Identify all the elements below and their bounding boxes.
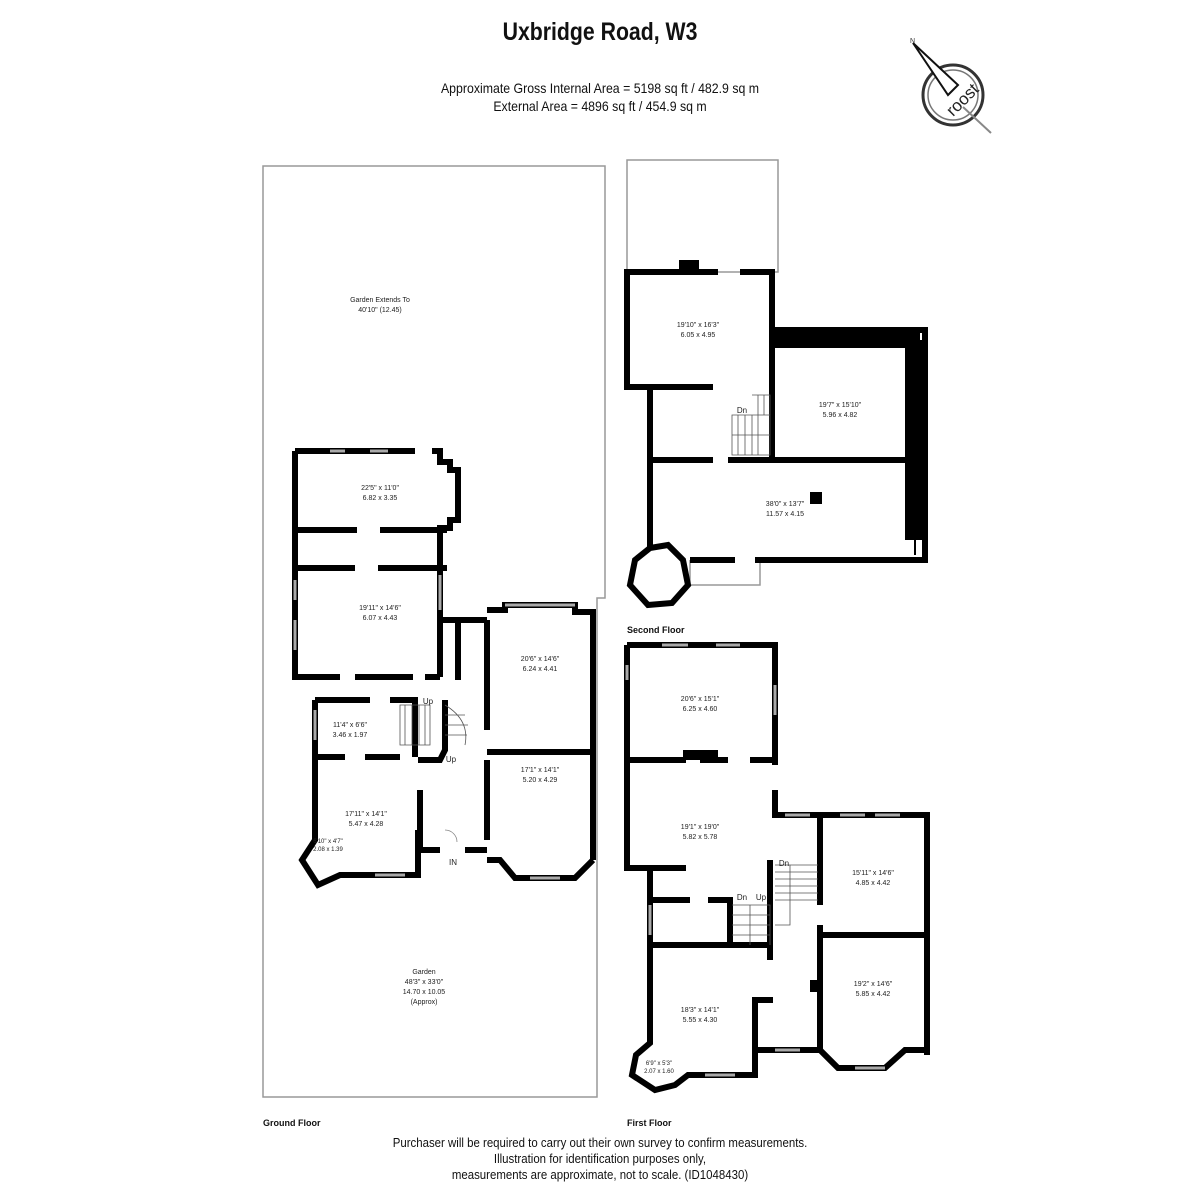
first-room-5-dimensions: 18'3" x 14'1"5.55 x 4.30 <box>680 1007 720 1024</box>
disclaimer: Purchaser will be required to carry out … <box>72 1135 1128 1183</box>
garden-outline <box>262 159 779 1098</box>
stairs-up-label: Up <box>422 697 434 706</box>
external-area: External Area = 4896 sq ft / 454.9 sq m <box>493 98 707 114</box>
ground-floor-walls <box>292 448 596 889</box>
first-floor-windows <box>625 643 900 1077</box>
stairs-up-label: Up <box>445 755 457 764</box>
gross-internal-area: Approximate Gross Internal Area = 5198 s… <box>440 80 760 96</box>
svg-text:N: N <box>910 38 915 45</box>
ground-floor-windows <box>293 449 575 880</box>
ground-room-1-dimensions: 22'5" x 11'0"6.82 x 3.35 <box>361 485 399 502</box>
first-room-1-dimensions: 20'6" x 15'1"6.25 x 4.60 <box>680 696 720 713</box>
stairs-down-label: Dn <box>736 893 748 902</box>
first-room-4-dimensions: 19'2" x 14'6"5.85 x 4.42 <box>853 981 893 998</box>
disclaimer-line-1: Purchaser will be required to carry out … <box>392 1135 808 1150</box>
first-floor-walls <box>624 642 930 1094</box>
second-floor-walls <box>624 260 928 609</box>
first-floor-stairs <box>732 864 818 945</box>
second-room-3-dimensions: 38'0" x 13'7"11.57 x 4.15 <box>765 501 805 518</box>
plan-title: Uxbridge Road, W3 <box>502 18 698 46</box>
first-floor-label: First Floor <box>627 1118 672 1128</box>
second-room-1-dimensions: 19'10" x 16'3"6.05 x 4.95 <box>676 322 720 339</box>
stairs-up-label: Up <box>755 893 767 902</box>
stairs-down-label: Dn <box>736 406 748 415</box>
disclaimer-line-3: measurements are approximate, not to sca… <box>451 1167 749 1182</box>
ground-bay-dimensions: 6'10" x 4'7"2.08 x 1.39 <box>313 839 343 853</box>
ground-room-3-dimensions: 20'6" x 14'6"6.24 x 4.41 <box>520 656 560 673</box>
ground-room-4-dimensions: 11'4" x 6'6"3.46 x 1.97 <box>332 722 368 739</box>
entrance-label: IN <box>449 858 457 867</box>
first-room-2-dimensions: 19'1" x 19'0"5.82 x 5.78 <box>680 824 720 841</box>
disclaimer-line-2: Illustration for identification purposes… <box>493 1151 707 1166</box>
stairs-down-label: Dn <box>778 859 790 868</box>
first-room-3-dimensions: 15'11" x 14'6"4.85 x 4.42 <box>852 870 894 887</box>
ground-room-5-dimensions: 17'11" x 14'1"5.47 x 4.28 <box>345 811 387 828</box>
ground-room-6-dimensions: 17'1" x 14'1"5.20 x 4.29 <box>520 767 560 784</box>
second-floor-label: Second Floor <box>627 625 685 635</box>
ground-room-2-dimensions: 19'11" x 14'6"6.07 x 4.43 <box>359 605 401 622</box>
second-floor-stairs <box>731 394 771 456</box>
second-room-2-dimensions: 19'7" x 15'10"5.96 x 4.82 <box>818 402 862 419</box>
roost-compass-logo: N roost <box>910 38 992 134</box>
ground-floor-stairs <box>399 704 468 843</box>
ground-floor-label: Ground Floor <box>263 1118 321 1128</box>
first-bay-dimensions: 6'9" x 5'3"2.07 x 1.60 <box>644 1061 674 1075</box>
